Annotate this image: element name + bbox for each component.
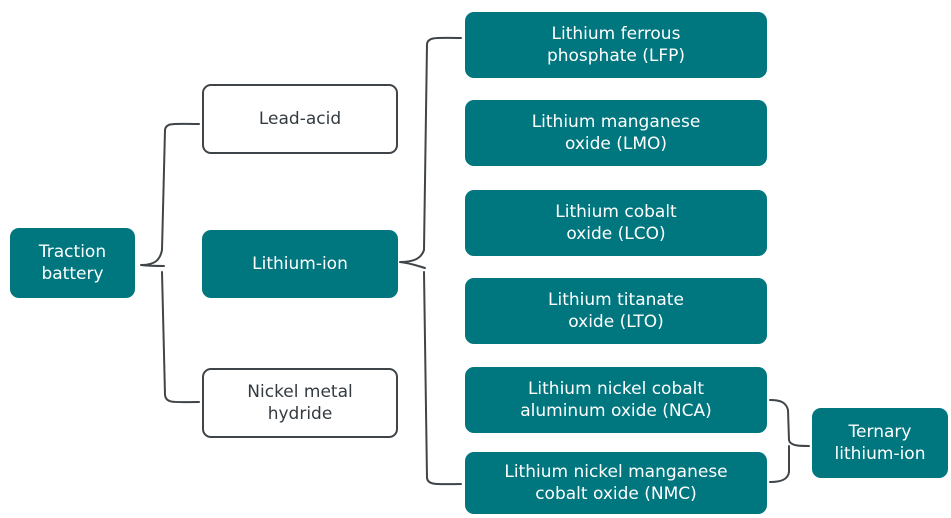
category-node-lithium-ion: Lithium-ion <box>202 230 398 298</box>
category-label-lead-acid: Lead-acid <box>258 109 342 129</box>
type-label-lfp: Lithium ferrous phosphate (LFP) <box>546 24 686 66</box>
type-node-lto: Lithium titanate oxide (LTO) <box>465 278 767 344</box>
type-label-nca: Lithium nickel cobalt aluminum oxide (NC… <box>520 379 712 421</box>
root-node-label: Traction battery <box>38 242 107 284</box>
group-label-ternary-lithium-ion: Ternary lithium-ion <box>834 422 926 464</box>
type-node-lco: Lithium cobalt oxide (LCO) <box>465 190 767 256</box>
root-node-traction-battery: Traction battery <box>10 228 135 298</box>
type-label-nmc: Lithium nickel manganese cobalt oxide (N… <box>504 462 728 504</box>
type-node-lmo: Lithium manganese oxide (LMO) <box>465 100 767 166</box>
category-label-nickel-metal-hydride: Nickel metal hydride <box>247 382 353 424</box>
type-node-lfp: Lithium ferrous phosphate (LFP) <box>465 12 767 78</box>
bracket-lithium-ion-to-types <box>399 36 462 486</box>
group-node-ternary-lithium-ion: Ternary lithium-ion <box>812 408 948 478</box>
category-label-lithium-ion: Lithium-ion <box>252 254 348 274</box>
type-label-lto: Lithium titanate oxide (LTO) <box>548 290 684 332</box>
category-node-lead-acid: Lead-acid <box>202 84 398 154</box>
bracket-ternary-group <box>769 399 810 483</box>
bracket-root-to-categories <box>140 122 200 404</box>
type-node-nca: Lithium nickel cobalt aluminum oxide (NC… <box>465 367 767 433</box>
category-node-nickel-metal-hydride: Nickel metal hydride <box>202 368 398 438</box>
type-label-lmo: Lithium manganese oxide (LMO) <box>531 112 701 154</box>
type-label-lco: Lithium cobalt oxide (LCO) <box>555 202 677 244</box>
type-node-nmc: Lithium nickel manganese cobalt oxide (N… <box>465 452 767 514</box>
